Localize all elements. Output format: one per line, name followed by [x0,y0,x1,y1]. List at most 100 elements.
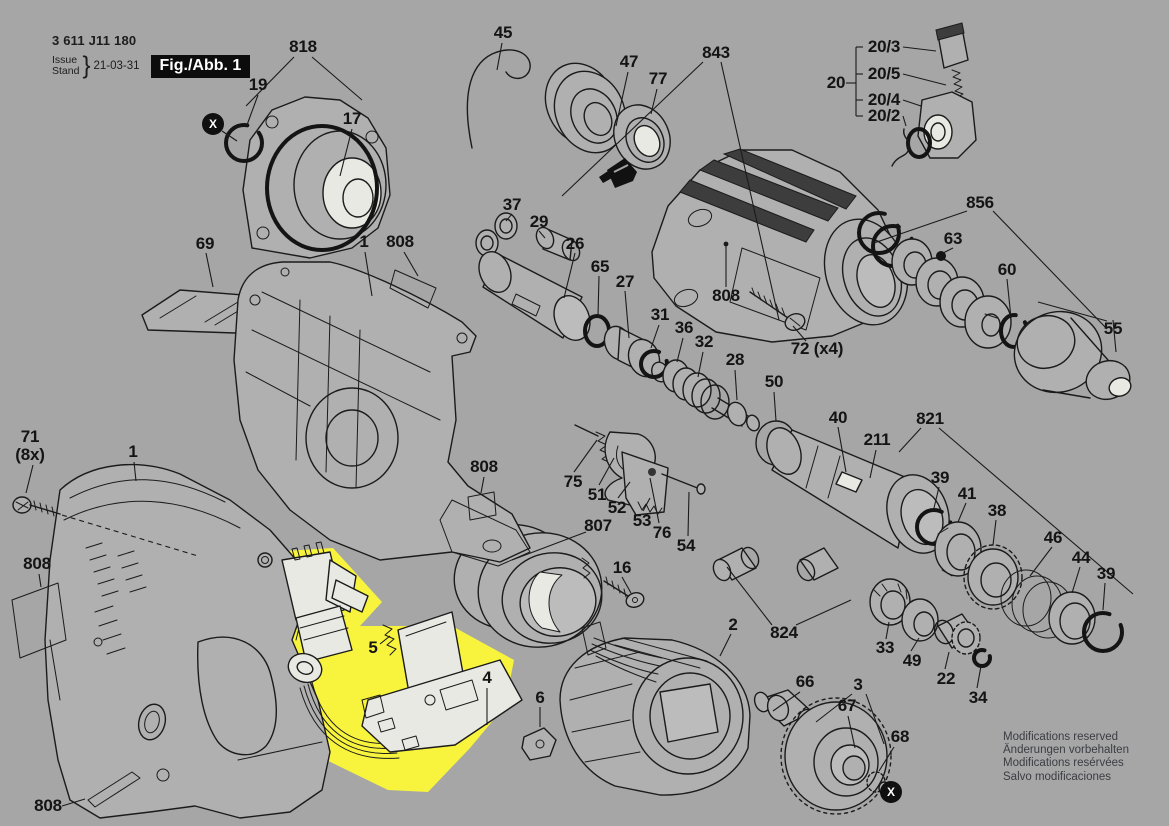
title-block: 3 611 J11 180 Issue Stand } 21-03-31 Fig… [52,33,251,80]
part-label-1: 1 [359,232,369,251]
part-label-72x4: 72 (x4) [790,339,844,358]
part-label-65: 65 [590,257,610,276]
part-label-63: 63 [943,229,963,248]
part-label-824: 824 [770,623,798,642]
part-label-17: 17 [342,109,362,128]
part-label-27: 27 [615,272,635,291]
part-label-60: 60 [997,260,1017,279]
part-label-71: 71 [20,427,40,446]
part-label-5: 5 [368,638,378,657]
part-label-66: 66 [795,672,815,691]
part-label-32: 32 [694,332,714,351]
brush-assembly-20 [891,22,977,167]
part-label-808: 808 [34,796,62,815]
part-label-20/5: 20/5 [867,64,901,83]
part-label-46: 46 [1043,528,1063,547]
figure-label: Fig./Abb. 1 [150,54,251,78]
grease-tube-icon [599,158,637,188]
housing-half-center-1 [233,261,531,567]
issue-label: Issue [52,54,78,66]
brace-glyph: } [82,51,91,80]
part-label-2: 2 [728,615,738,634]
seals-47-77 [544,62,671,170]
part-label-50: 50 [764,372,784,391]
part-label-53: 53 [632,511,652,530]
part-label-1: 1 [128,442,138,461]
x-marker: X [202,113,224,135]
armature-3 [753,689,892,815]
hammer-tube-211 [766,427,1124,653]
button-6 [521,727,557,761]
part-label-808: 808 [386,232,414,251]
part-label-20/4: 20/4 [867,90,901,109]
part-label-39: 39 [1096,564,1116,583]
part-label-843: 843 [702,43,730,62]
part-label-818: 818 [289,37,317,56]
housing-half-left-1 [11,464,331,819]
part-label-76: 76 [652,523,672,542]
part-label-6: 6 [535,688,545,707]
document-number: 3 611 J11 180 [52,33,137,48]
part-label-28: 28 [725,350,745,369]
ring-set-856 [857,211,1029,349]
part-label-16: 16 [612,558,632,577]
part-label-808: 808 [712,286,740,305]
part-label-33: 33 [875,638,895,657]
part-label-29: 29 [529,212,549,231]
modifications-note: Modifications reserved Änderungen vorbeh… [1003,731,1129,784]
mode-selector-group [574,424,706,516]
clip-45 [466,49,531,149]
part-label-856: 856 [966,193,994,212]
part-label-49: 49 [902,651,922,670]
part-label-75: 75 [563,472,583,491]
part-label-55: 55 [1103,319,1123,338]
part-label-26: 26 [565,234,585,253]
part-label-4: 4 [482,668,492,687]
motor-housing-843 [651,148,909,343]
part-label-31: 31 [650,305,670,324]
part-label-54: 54 [676,536,696,555]
part-label-34: 34 [968,688,988,707]
part-label-808: 808 [23,554,51,573]
part-label-211: 211 [863,430,891,449]
part-label-45: 45 [493,23,513,42]
part-label-37: 37 [502,195,522,214]
part-label-44: 44 [1071,548,1091,567]
switch-assembly-5 [281,541,431,759]
bearing-row-824 [712,546,992,668]
part-label-20: 20 [826,73,846,92]
screw-72 [749,287,806,331]
part-label-3: 3 [853,675,863,694]
part-label-20/2: 20/2 [867,106,901,125]
part-label-67: 67 [837,696,857,715]
electronics-module-4 [361,611,523,753]
leader-lines [25,42,1134,807]
part-label-38: 38 [987,501,1007,520]
note-line-en: Modifications reserved [1003,731,1119,743]
issue-date: 21-03-31 [93,60,140,72]
stator-2 [559,621,751,796]
part-label-807: 807 [584,516,612,535]
note-line-es: Salvo modificaciones [1003,770,1112,783]
part-label-8x: (8x) [15,445,45,464]
x-marker: X [880,781,902,803]
part-label-39: 39 [930,468,950,487]
part-label-19: 19 [248,75,268,94]
stand-label: Stand [52,65,80,77]
screw-16 [603,576,645,608]
part-label-36: 36 [674,318,694,337]
note-line-de: Änderungen vorbehalten [1003,744,1129,757]
part-label-821: 821 [916,409,944,428]
part-label-77: 77 [648,69,668,88]
screw-71 [12,496,199,557]
part-label-20/3: 20/3 [867,37,901,56]
part-label-41: 41 [957,484,977,503]
part-label-51: 51 [587,485,607,504]
striker-55 [1013,310,1132,401]
part-label-47: 47 [619,52,639,71]
gearbox-housing-818 [221,96,391,259]
part-label-808: 808 [470,457,498,476]
part-label-40: 40 [828,408,848,427]
